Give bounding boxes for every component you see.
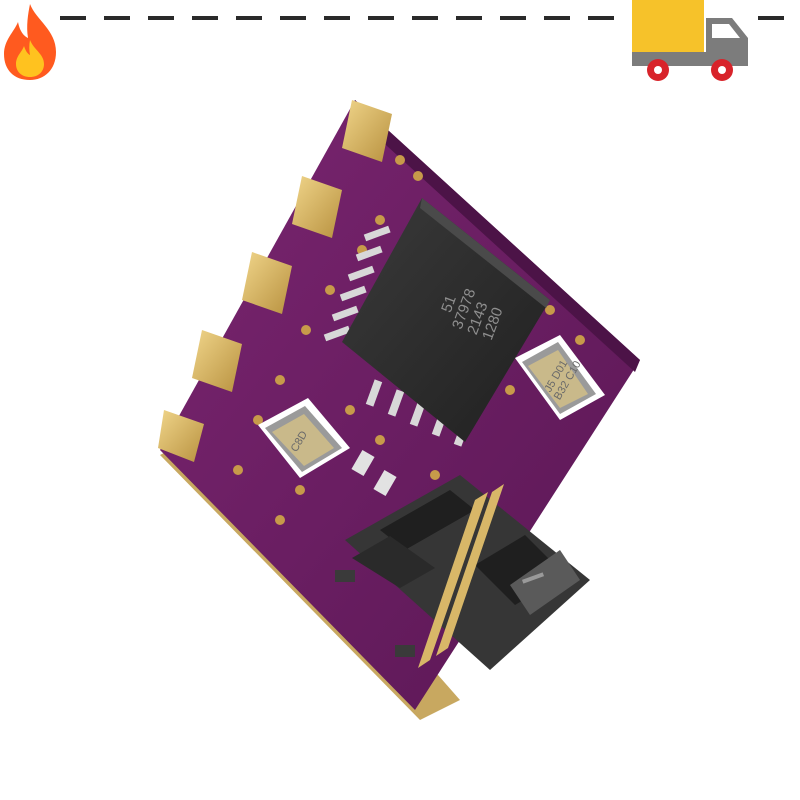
chip-marking-line-4: 51 [438, 293, 460, 314]
delivery-truck-icon [632, 0, 748, 81]
crystal-right: J5 D01 B32 C10 [515, 335, 605, 420]
crystal-left: C8D [258, 398, 350, 478]
dashed-route-line [60, 16, 630, 20]
fire-icon [4, 4, 56, 80]
transceiver-chip: 1280 2143 37978 51 [342, 198, 550, 442]
antenna-connector [345, 475, 590, 670]
passive-components [335, 449, 415, 657]
castellated-pads [158, 100, 392, 462]
dashed-route-line-end [758, 16, 800, 20]
radio-module-photo: 1280 2143 37978 51 C8D J5 D01 B32 C10 [158, 100, 640, 720]
